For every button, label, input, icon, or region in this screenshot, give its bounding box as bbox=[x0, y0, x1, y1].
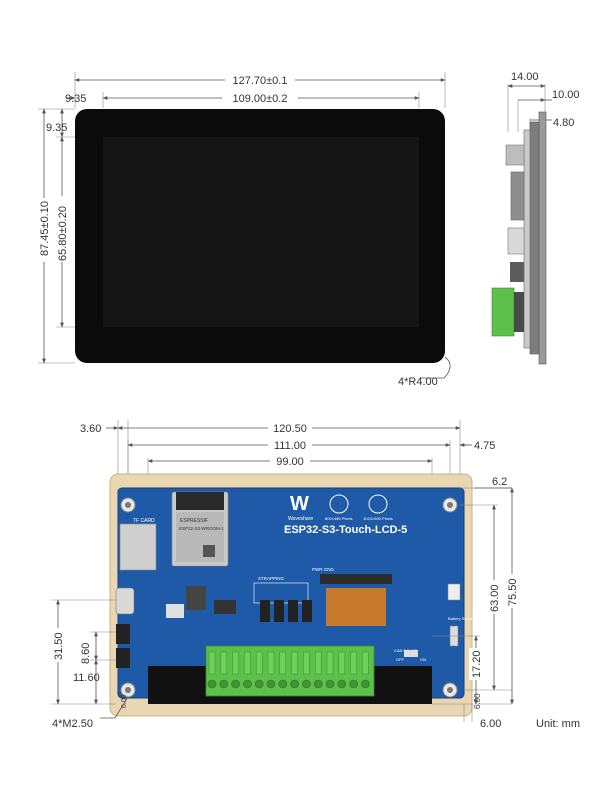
strapping-label: STRAPPING bbox=[258, 576, 285, 581]
terminal-slot bbox=[314, 651, 322, 675]
terminal-slot bbox=[208, 651, 216, 675]
terminal-slot bbox=[303, 651, 310, 675]
terminal-slot bbox=[267, 651, 275, 675]
tf-card-slot bbox=[119, 523, 157, 571]
side-glass-thickness-label: 4.80 bbox=[553, 117, 574, 129]
corner-radius-label: 4*R4.00 bbox=[398, 376, 438, 388]
terminal-slot bbox=[326, 651, 334, 675]
terminal-slot bbox=[244, 651, 251, 675]
back-top-offset-label: 6.2 bbox=[492, 476, 507, 488]
back-hole-span-x-label: 120.50 bbox=[273, 423, 307, 435]
brand-logo: W bbox=[290, 493, 309, 515]
back-bottom-right-label: 6.00 bbox=[480, 718, 501, 730]
usb-c-port bbox=[115, 587, 135, 615]
terminal-screw bbox=[266, 679, 276, 689]
side-usb-connector bbox=[505, 144, 525, 166]
terminal-screw bbox=[219, 679, 229, 689]
front-height-label: 87.45±0.10 bbox=[39, 201, 51, 256]
front-active-height-label: 65.80±0.20 bbox=[57, 206, 69, 261]
tf-card-label: TF CARD bbox=[133, 518, 155, 524]
side-panel-thickness-label: 10.00 bbox=[552, 89, 580, 101]
res-a-label: 800×480 Pixels bbox=[325, 516, 352, 521]
side-terminal-block bbox=[491, 287, 515, 337]
side-sd-slot bbox=[507, 227, 525, 255]
res-option-a bbox=[329, 494, 349, 514]
terminal-screw bbox=[278, 679, 288, 689]
fpc-cable bbox=[326, 588, 386, 626]
terminal-screw bbox=[254, 679, 264, 689]
side-lcd-module bbox=[529, 121, 540, 355]
terminal-screw bbox=[243, 679, 252, 689]
front-active-width-label: 109.00±0.2 bbox=[233, 93, 288, 105]
terminal-pins bbox=[207, 651, 370, 689]
terminal-screw bbox=[290, 679, 299, 689]
display-active-area bbox=[103, 137, 419, 327]
front-top-margin-label: 9.35 bbox=[46, 122, 67, 134]
terminal-screw bbox=[325, 679, 335, 689]
front-width-label: 127.70±0.1 bbox=[233, 75, 288, 87]
fpc-connector bbox=[320, 574, 392, 584]
usb-port-3 bbox=[116, 648, 130, 668]
on-label: ON bbox=[420, 657, 426, 662]
pwr-gnd-label: PWR GND bbox=[312, 567, 334, 572]
back-left-11-label: 11.60 bbox=[73, 672, 100, 684]
terminal-screw bbox=[231, 679, 240, 689]
module-name: ESP32-S3-WROOM-1 bbox=[179, 526, 224, 531]
side-pcb bbox=[523, 129, 531, 349]
terminal-slot bbox=[291, 651, 298, 675]
module-brand: ESPRESSIF bbox=[180, 518, 208, 524]
battery-switch-label: Battery Switch bbox=[448, 616, 474, 621]
terminal-block bbox=[205, 645, 375, 697]
back-right-offset-label: 4.75 bbox=[474, 440, 495, 452]
back-left-offset-label: 3.60 bbox=[80, 423, 101, 435]
terminal-slot bbox=[220, 651, 228, 675]
back-inner-span-label: 99.00 bbox=[276, 456, 304, 468]
front-view: 127.70±0.1 109.00±0.2 9.35 9.35 87.45±0.… bbox=[36, 72, 451, 388]
front-left-margin-label: 9.35 bbox=[65, 93, 86, 105]
terminal-screw bbox=[313, 679, 323, 689]
back-view: 3.60 120.50 111.00 99.00 4.75 E bbox=[51, 420, 580, 730]
board-name: ESP32-S3-Touch-LCD-5 bbox=[284, 524, 407, 536]
terminal-slot bbox=[362, 651, 369, 675]
terminal-screw bbox=[361, 679, 370, 689]
terminal-slot bbox=[279, 651, 287, 675]
back-board-span-label: 111.00 bbox=[274, 440, 306, 452]
side-view: 14.00 10.00 4.80 bbox=[491, 71, 580, 365]
back-left-6-label: 6.00 bbox=[121, 694, 128, 708]
back-left-31-label: 31.50 bbox=[53, 632, 65, 660]
terminal-slot bbox=[255, 651, 263, 675]
terminal-screw bbox=[349, 679, 358, 689]
back-hole-span-y-label: 75.50 bbox=[507, 578, 519, 606]
side-total-thickness-label: 14.00 bbox=[511, 71, 539, 83]
terminal-slot bbox=[338, 651, 346, 675]
res-option-b bbox=[368, 494, 388, 514]
back-connector-height-label: 17.20 bbox=[471, 650, 483, 678]
terminal-screw bbox=[207, 679, 217, 689]
back-bottom-offset-label: 6.00 bbox=[473, 693, 482, 709]
terminal-slot bbox=[350, 651, 357, 675]
unit-label: Unit: mm bbox=[536, 718, 580, 730]
res-b-label: 1024×600 Pixels bbox=[363, 516, 393, 521]
side-glass bbox=[538, 111, 547, 365]
mounting-holes-label: 4*M2.50 bbox=[52, 718, 93, 730]
terminal-screw bbox=[337, 679, 347, 689]
brand-label: Waveshare bbox=[288, 516, 313, 522]
back-left-8-label: 8.60 bbox=[80, 643, 92, 664]
terminal-slot bbox=[232, 651, 239, 675]
back-pcb-height-label: 63.00 bbox=[489, 584, 501, 612]
off-label: OFF bbox=[396, 657, 405, 662]
usb-port-2 bbox=[116, 624, 130, 644]
terminal-screw bbox=[302, 679, 311, 689]
